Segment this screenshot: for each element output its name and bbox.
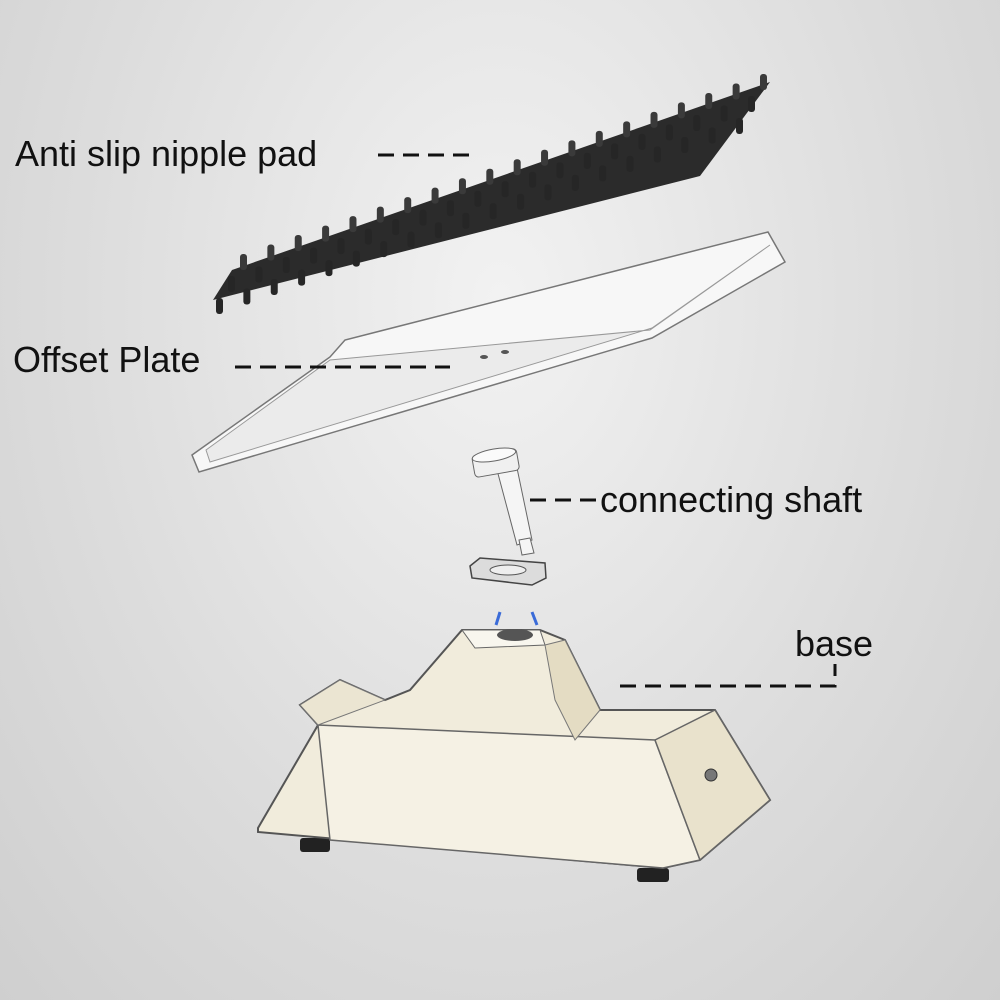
pad-spike [693, 114, 701, 131]
pad-spike [501, 181, 509, 198]
leader-base [620, 664, 837, 688]
pad-spike [419, 209, 427, 226]
pad-spike [216, 298, 223, 314]
label-anti-slip-nipple-pad: Anti slip nipple pad [15, 133, 318, 174]
pad-spike [322, 225, 330, 242]
pad-spike [243, 288, 251, 305]
pad-spike [677, 102, 685, 119]
pad-spike [611, 143, 619, 160]
pad-spike [270, 279, 278, 296]
pad-spike [392, 219, 400, 236]
pad-spike [517, 193, 525, 210]
pad-spike [474, 190, 482, 207]
pad-spike [404, 197, 412, 214]
pad-spike [446, 200, 454, 217]
pad-spike [568, 140, 576, 157]
pad-spike [255, 266, 263, 283]
pad-spike [599, 165, 607, 182]
pad-spike [352, 250, 360, 267]
pad-spike [513, 159, 521, 176]
pad-spike [298, 269, 306, 286]
pad-spike [732, 83, 740, 100]
pad-spike [458, 178, 466, 195]
pad-spike [583, 152, 591, 169]
base [257, 611, 772, 882]
pad-spike [626, 155, 634, 172]
pad-spike [310, 247, 318, 264]
pad-spike [623, 121, 631, 138]
label-connecting-shaft: connecting shaft [600, 479, 863, 520]
pad-spike [376, 206, 384, 223]
pad-spike [240, 254, 247, 270]
pad-spike [556, 162, 564, 179]
pad-spike [228, 276, 235, 292]
pad-spike [489, 203, 497, 220]
pad-spike [720, 105, 728, 122]
pad-spike [653, 146, 661, 163]
pad-spike [541, 149, 549, 166]
anti-slip-nipple-pad [213, 74, 770, 314]
pad-spikes [216, 74, 767, 314]
label-offset-plate: Offset Plate [13, 339, 201, 380]
pad-spike [681, 136, 689, 153]
pad-spike [337, 238, 345, 255]
leader-lines [235, 153, 837, 688]
pad-spike [364, 228, 372, 245]
pad-spike [665, 124, 673, 141]
pad-spike [267, 244, 275, 261]
pad-spike [595, 130, 603, 147]
pad-spike [760, 74, 767, 90]
label-base: base [795, 623, 874, 664]
pad-spike [571, 174, 579, 191]
pad-spike [708, 127, 716, 144]
pad-spike [349, 216, 357, 233]
pad-spike [748, 96, 755, 112]
offset-plate [191, 231, 787, 473]
pad-spike [380, 241, 388, 258]
pad-spike [325, 260, 333, 277]
pad-spike [282, 257, 290, 274]
pad-spike [638, 133, 646, 150]
connecting-shaft [471, 447, 535, 556]
shaft-bushing [469, 557, 547, 586]
pad-spike [529, 171, 537, 188]
pad-spike [462, 212, 470, 229]
pad-spike [705, 92, 713, 109]
pad-spike [434, 222, 442, 239]
pad-spike [650, 111, 658, 128]
pad-spike [486, 168, 494, 185]
pad-spike [544, 184, 552, 201]
pad-spike [736, 118, 743, 134]
pad-spike [431, 187, 439, 204]
pad-spike [294, 235, 302, 252]
pad-spike [407, 231, 415, 248]
